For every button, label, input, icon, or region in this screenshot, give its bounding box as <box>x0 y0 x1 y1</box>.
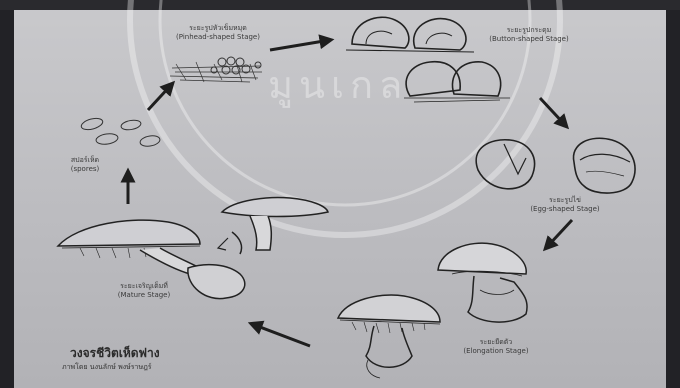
label-pinhead: ระยะรูปหัวเข็มหมุด (Pinhead-shaped Stage… <box>168 24 268 42</box>
label-elongation: ระยะยืดตัว (Elongation Stage) <box>446 338 546 356</box>
arrow-button-to-egg <box>540 98 566 126</box>
label-spores: สปอร์เห็ด (spores) <box>60 156 110 174</box>
spores-drawing <box>80 116 161 147</box>
label-pinhead-th: ระยะรูปหัวเข็มหมุด <box>168 24 268 33</box>
label-button-th: ระยะรูปกระดุม <box>474 26 584 35</box>
label-spores-en: (spores) <box>60 165 110 174</box>
arrow-spores-to-pinhead <box>148 84 172 110</box>
label-pinhead-en: (Pinhead-shaped Stage) <box>168 33 268 42</box>
elongation-drawing <box>438 243 527 322</box>
label-elongation-en: (Elongation Stage) <box>446 347 546 356</box>
label-egg-th: ระยะรูปไข่ <box>510 196 620 205</box>
frame-left <box>0 0 14 388</box>
arrow-egg-to-elongation <box>546 220 572 248</box>
label-spores-th: สปอร์เห็ด <box>60 156 110 165</box>
label-egg: ระยะรูปไข่ (Egg-shaped Stage) <box>510 196 620 214</box>
label-mature-en: (Mature Stage) <box>94 291 194 300</box>
label-mature: ระยะเจริญเต็มที่ (Mature Stage) <box>94 282 194 300</box>
arrow-elongation-to-mature <box>252 324 310 346</box>
diagram-title: วงจรชีวิตเห็ดฟาง <box>70 344 160 363</box>
label-elongation-th: ระยะยืดตัว <box>446 338 546 347</box>
diagram-credit: ภาพโดย นงนลักษ์ พงษ์ราษฎร์ <box>62 362 152 373</box>
label-egg-en: (Egg-shaped Stage) <box>510 205 620 214</box>
label-button: ระยะรูปกระดุม (Button-shaped Stage) <box>474 26 584 44</box>
frame-top <box>0 0 680 10</box>
watermark-text: มูนเกล <box>268 54 408 115</box>
arrow-pinhead-to-button <box>270 40 330 50</box>
frame-right <box>666 0 680 388</box>
label-mature-th: ระยะเจริญเต็มที่ <box>94 282 194 291</box>
opened-mushroom-drawing <box>338 295 440 378</box>
label-button-en: (Button-shaped Stage) <box>474 35 584 44</box>
pinhead-drawing <box>170 57 262 82</box>
